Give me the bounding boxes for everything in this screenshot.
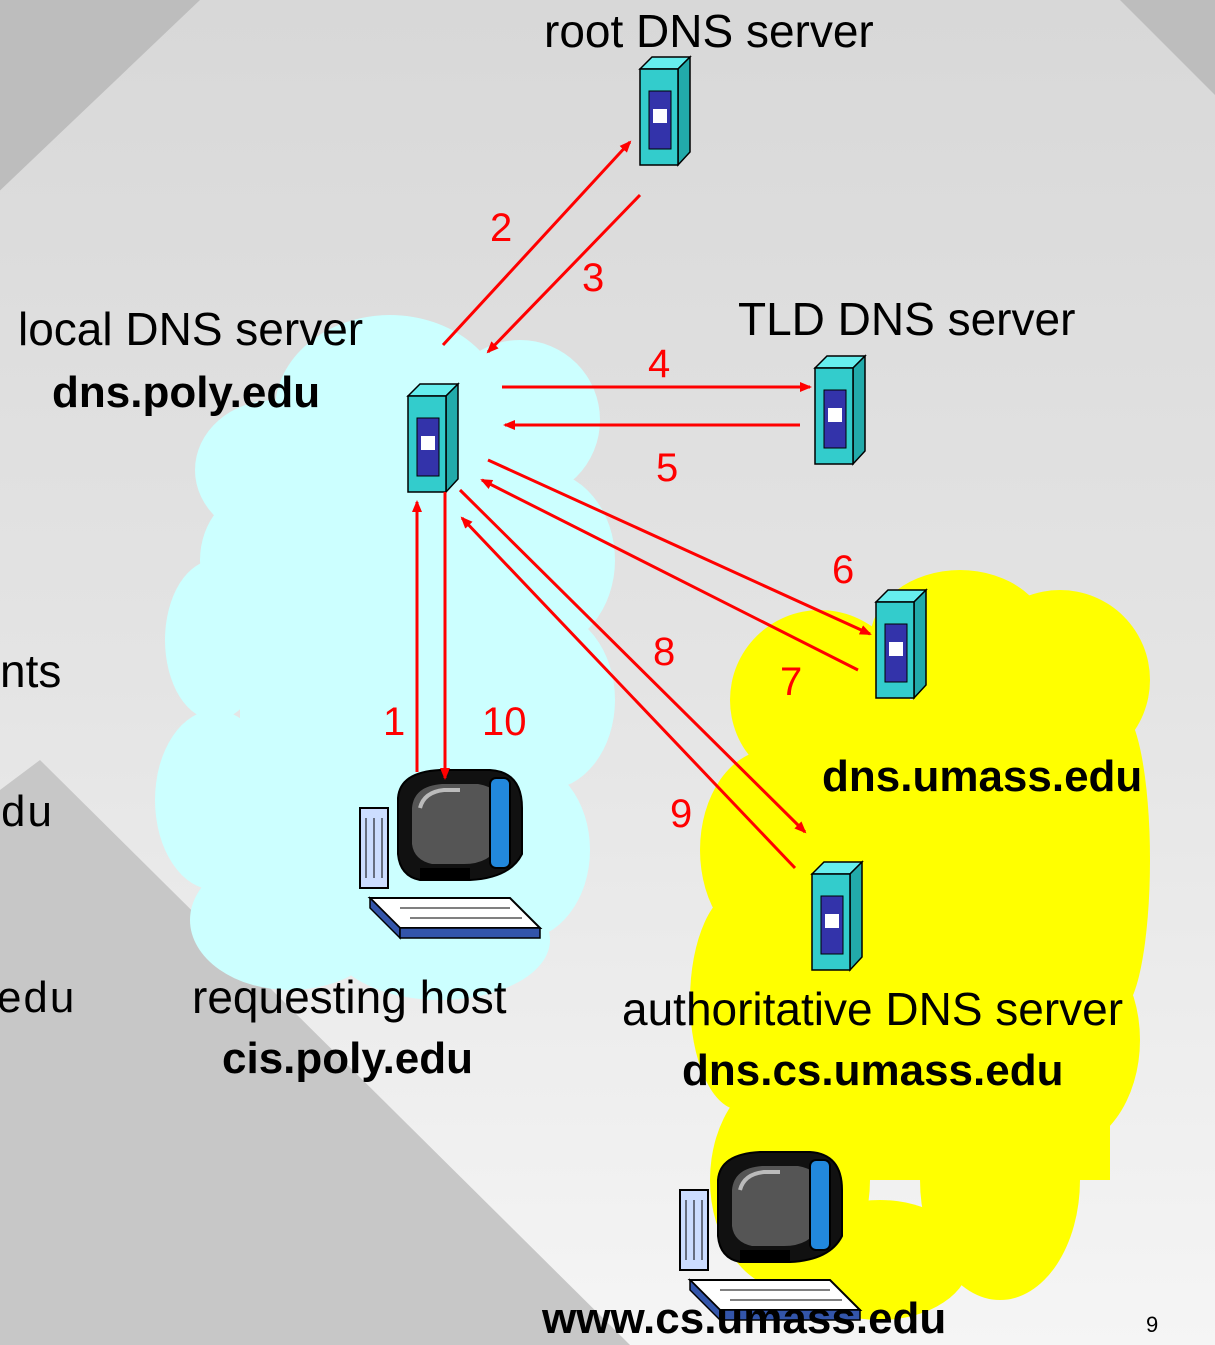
step-label-10: 10 — [482, 700, 527, 744]
step-label-8: 8 — [653, 630, 676, 674]
step-label-7: 7 — [780, 660, 803, 704]
step-label-1: 1 — [383, 700, 406, 744]
step-label-5: 5 — [656, 446, 679, 490]
auth-server-label: authoritative DNS server — [622, 983, 1124, 1035]
umass-server-hostname: dns.umass.edu — [822, 752, 1143, 801]
requesting-host-label: requesting host — [192, 971, 507, 1023]
step-label-6: 6 — [832, 548, 855, 592]
step-label-3: 3 — [582, 256, 605, 300]
left-text-fragment-2: du — [0, 790, 53, 840]
page-number: 9 — [1146, 1312, 1159, 1337]
auth-server-hostname: dns.cs.umass.edu — [682, 1046, 1064, 1095]
requesting-host-hostname: cis.poly.edu — [222, 1034, 474, 1083]
step-label-9: 9 — [670, 792, 693, 836]
arrow-8 — [458, 488, 807, 834]
arrow-9 — [460, 516, 797, 870]
arrow-6 — [487, 458, 872, 636]
arrow-7 — [480, 478, 859, 672]
root-server-label: root DNS server — [544, 5, 874, 57]
root-server-icon — [639, 56, 691, 166]
arrow-3 — [486, 193, 642, 354]
tld-server-label: TLD DNS server — [738, 293, 1076, 345]
step-label-4: 4 — [648, 342, 671, 386]
umass-server-icon — [875, 589, 927, 699]
tld-server-icon — [814, 355, 866, 465]
arrow-2 — [441, 140, 632, 347]
local-server-label: local DNS server — [18, 303, 364, 355]
auth-server-icon — [811, 861, 863, 971]
local-server-hostname: dns.poly.edu — [52, 368, 321, 417]
left-text-fragment-1: nts — [0, 645, 62, 697]
step-label-2: 2 — [490, 206, 513, 250]
target-host-hostname: www.cs.umass.edu — [542, 1294, 947, 1343]
left-text-fragment-3: edu — [0, 976, 76, 1026]
local-server-icon — [407, 383, 459, 493]
